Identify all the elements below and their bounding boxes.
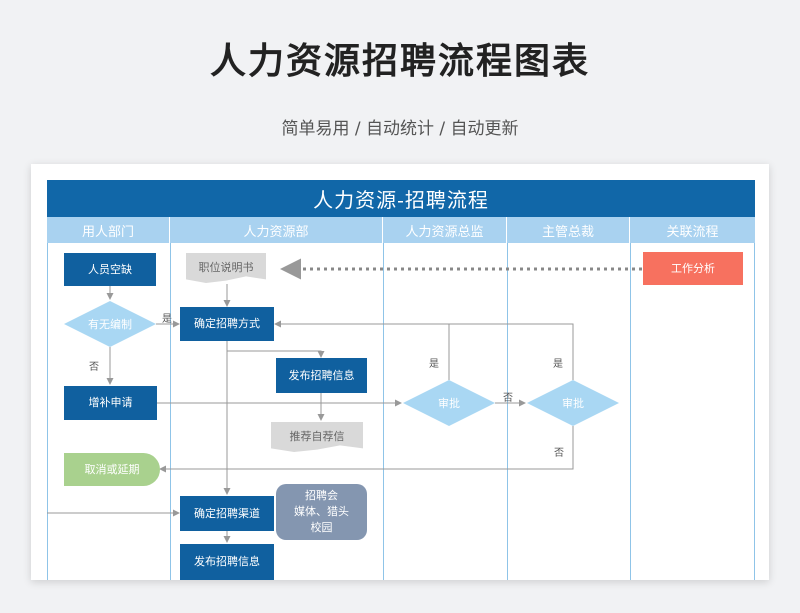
node-channels: 招聘会 媒体、猎头 校园 [276,484,367,540]
edge-label-no: 否 [503,393,513,404]
channels-line: 校园 [310,521,333,534]
node-replenish-request: 增补申请 [64,386,157,420]
edge-label-no: 否 [89,362,99,373]
node-president-approve: 审批 [562,397,584,410]
lane-divider [47,243,48,580]
edge [449,323,574,380]
node-cancel-delay: 取消或延期 [64,453,160,486]
node-headcount-check: 有无编制 [88,318,132,331]
lane-divider [630,243,631,580]
node-director-approve: 审批 [438,397,460,410]
flow-connectors [47,258,642,543]
edge-label-yes: 是 [162,314,172,325]
channels-line: 媒体、猎头 [294,505,349,518]
page-subtitle: 简单易用 / 自动统计 / 自动更新 [281,119,519,139]
lane-divider [170,243,171,580]
flowchart-title: 人力资源-招聘流程 [47,180,755,217]
node-publish-info-2: 发布招聘信息 [180,544,274,580]
node-publish-info: 发布招聘信息 [276,358,367,393]
edge-label-no: 否 [554,448,564,459]
edge [226,341,325,358]
lane-header-related: 关联流程 [630,217,755,243]
node-job-analysis: 工作分析 [643,252,743,285]
lane-header-hr: 人力资源部 [170,217,383,243]
edge-label-yes: 是 [553,359,563,370]
node-confirm-channel: 确定招聘渠道 [180,496,274,531]
lane-header-hr-director: 人力资源总监 [383,217,507,243]
node-staff-shortage: 人员空缺 [64,253,156,286]
flowchart-card: 人力资源-招聘流程 用人部门 人力资源部 人力资源总监 主管总裁 关联流程 [31,164,769,580]
node-confirm-method: 确定招聘方式 [180,307,274,341]
edge [159,426,574,473]
lane-header-president: 主管总裁 [507,217,630,243]
page-title: 人力资源招聘流程图表 [209,41,590,82]
edge-label-yes: 是 [429,359,439,370]
lane-header-department: 用人部门 [47,217,170,243]
headcount-diamond [64,301,156,347]
director-approve-diamond [403,380,495,426]
lane-divider [754,243,755,580]
president-approve-diamond [527,380,619,426]
channels-line: 招聘会 [305,489,338,502]
lane-divider [383,243,384,580]
lane-divider [507,243,508,580]
